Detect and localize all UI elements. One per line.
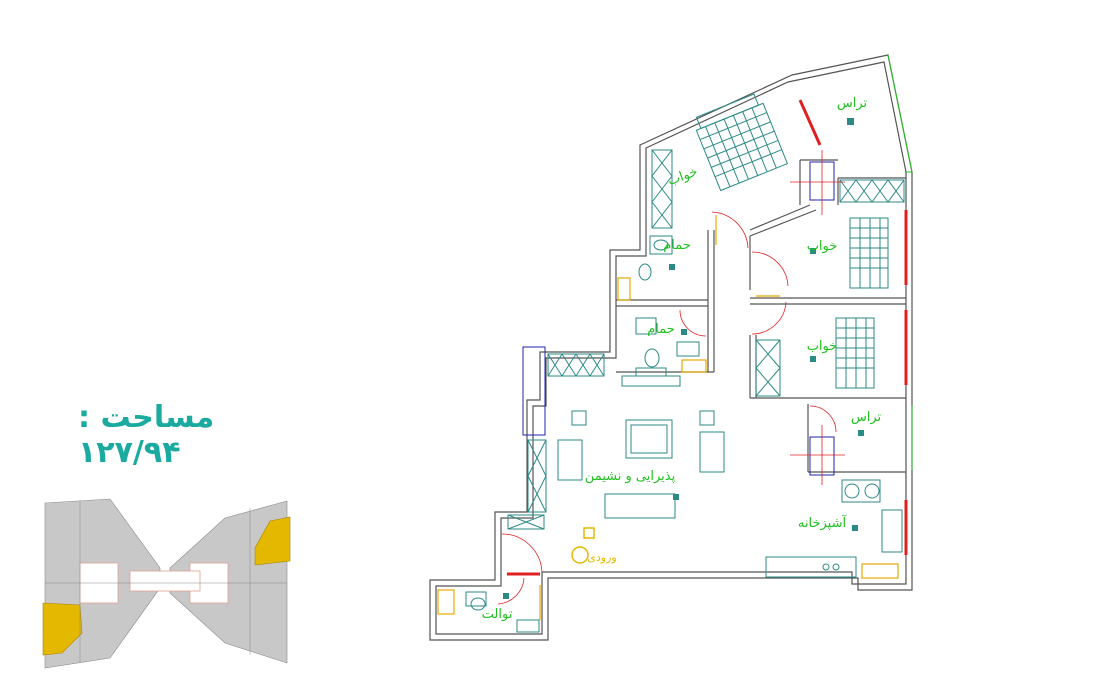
label-terrace-mid: تراس (851, 410, 882, 425)
label-bath-2: حمام (647, 322, 675, 337)
windows (507, 99, 908, 576)
beds (695, 93, 889, 389)
accents (437, 215, 899, 620)
key-plan-lines (45, 501, 287, 663)
room-labels: تراس خواب خواب خواب حمام حمام تراس پذیرا… (482, 96, 882, 622)
door-swings (497, 211, 837, 605)
interior-walls (616, 159, 906, 473)
key-plan-thumbnail (40, 493, 292, 673)
label-kitchen: آشپزخانه (798, 514, 848, 531)
key-plan-highlight (42, 516, 291, 656)
label-bedroom-3: خواب (807, 339, 838, 354)
terrace-glass (887, 54, 913, 470)
label-living: پذیرایی و نشیمن (585, 469, 676, 484)
label-stair-hint: ورودی (587, 551, 616, 564)
label-terrace-top: تراس (837, 96, 868, 111)
blue-windows (522, 161, 835, 476)
label-bath-1: حمام (663, 238, 691, 253)
label-toilet: توالت (482, 607, 513, 622)
wardrobes (507, 149, 905, 530)
bath-fixtures (465, 235, 903, 633)
living-furniture (557, 367, 725, 519)
entrance-marker (571, 527, 595, 564)
label-bedroom-2: خواب (807, 239, 838, 254)
crosshairs (790, 150, 845, 485)
area-label: مساحت : ۱۲۷/۹۴ (78, 400, 215, 470)
markers (503, 118, 864, 599)
label-bedroom-1: خواب (666, 164, 700, 189)
